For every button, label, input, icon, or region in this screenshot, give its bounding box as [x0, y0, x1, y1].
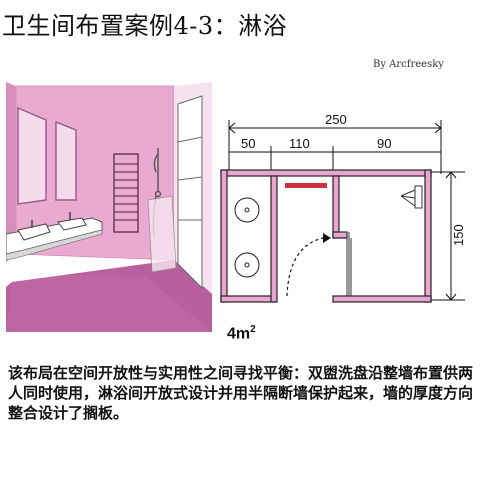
- dim-height: 150: [451, 224, 466, 246]
- left-wall: [6, 82, 16, 262]
- area-value: 4m: [227, 325, 251, 343]
- area-unit-superscript: 2: [250, 324, 256, 335]
- author-credit: By Arcfreesky: [373, 59, 444, 70]
- dim-total-width: 250: [325, 112, 347, 127]
- plan-basins: [234, 197, 260, 278]
- plan-shower: [338, 182, 352, 296]
- plan-radiator: [285, 183, 327, 188]
- dimension-right: [425, 171, 465, 301]
- description-text: 该布局在空间开放性与实用性之间寻找平衡：双盥洗盘沿整墙布置供两人同时使用，淋浴间…: [8, 364, 474, 422]
- plan-walls: [220, 169, 432, 303]
- floor: [6, 260, 212, 332]
- sink-right: [57, 217, 87, 231]
- sink-left: [17, 223, 51, 241]
- bathroom-illustration: [6, 82, 212, 332]
- mirror-right: [55, 120, 77, 201]
- wall-shelves: [177, 95, 203, 290]
- partition-wall: [147, 195, 177, 273]
- dimension-top: [228, 120, 442, 174]
- dim-segment-3: 90: [377, 136, 391, 151]
- dim-segment-2: 110: [289, 136, 310, 151]
- plan-door-swing: [286, 237, 324, 297]
- mirror-left: [17, 106, 47, 205]
- area-label: 4m2: [227, 324, 256, 343]
- dim-segment-1: 50: [241, 136, 255, 151]
- floor-plan: 250 50 110 90 150: [220, 112, 466, 303]
- plan-shower-head: [400, 185, 423, 209]
- towel-radiator: [113, 153, 139, 233]
- page-title: 卫生间布置案例4-3：淋浴: [2, 12, 288, 40]
